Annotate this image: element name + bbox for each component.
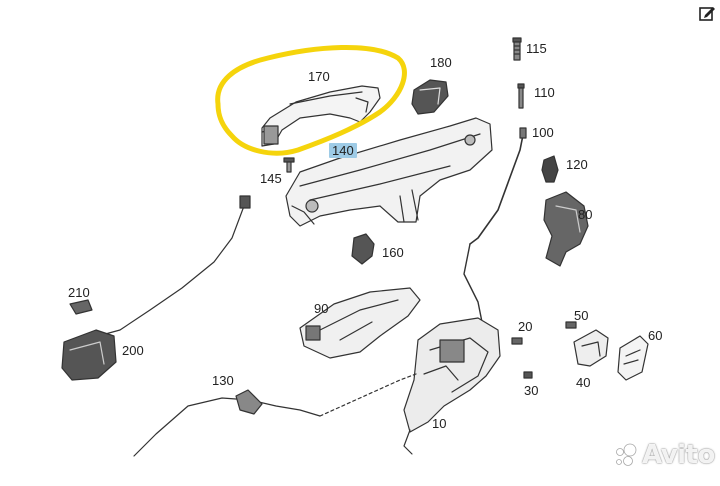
callout-210: 210 bbox=[68, 285, 90, 300]
part-210-grommet bbox=[69, 299, 93, 315]
part-200-actuator bbox=[61, 329, 117, 381]
part-160-clip bbox=[351, 233, 375, 265]
part-40-striker bbox=[573, 329, 609, 367]
part-30-screw bbox=[523, 371, 533, 379]
callout-50: 50 bbox=[574, 308, 589, 323]
watermark-text: Avito bbox=[642, 440, 715, 470]
callout-80: 80 bbox=[578, 207, 593, 222]
callout-120: 120 bbox=[566, 157, 588, 172]
avito-logo-icon bbox=[616, 443, 637, 466]
part-10-lock bbox=[403, 317, 501, 455]
avito-watermark: Avito bbox=[612, 440, 715, 470]
part-110-screw bbox=[517, 83, 525, 109]
callout-10: 10 bbox=[432, 416, 447, 431]
highlight-outline bbox=[215, 45, 407, 156]
linkage-rod bbox=[463, 243, 483, 323]
callout-60: 60 bbox=[648, 328, 663, 343]
callout-140: 140 bbox=[329, 143, 357, 158]
callout-130: 130 bbox=[212, 373, 234, 388]
part-100-rod bbox=[469, 129, 525, 245]
callout-200: 200 bbox=[122, 343, 144, 358]
release-cable bbox=[97, 205, 245, 337]
part-170-door-handle bbox=[261, 85, 381, 147]
part-20-screw bbox=[511, 337, 523, 345]
edit-button[interactable] bbox=[698, 4, 716, 22]
callout-115: 115 bbox=[526, 41, 547, 56]
callout-160: 160 bbox=[382, 245, 404, 260]
part-80-bracket bbox=[543, 191, 589, 267]
part-60-shim bbox=[617, 335, 649, 381]
part-180-handle-cap bbox=[411, 79, 449, 115]
callout-90: 90 bbox=[314, 301, 329, 316]
part-50-bolt bbox=[565, 321, 577, 329]
edit-icon bbox=[699, 7, 715, 21]
part-115-screw bbox=[512, 37, 522, 61]
callout-30: 30 bbox=[524, 383, 539, 398]
callout-180: 180 bbox=[430, 55, 452, 70]
part-90-cover bbox=[299, 287, 421, 359]
callout-145: 145 bbox=[260, 171, 282, 186]
part-130-cable bbox=[133, 397, 321, 457]
part-145-screw bbox=[283, 157, 295, 173]
part-140-carrier bbox=[285, 117, 493, 227]
callout-40: 40 bbox=[576, 375, 591, 390]
callout-110: 110 bbox=[534, 85, 555, 100]
callout-100: 100 bbox=[532, 125, 554, 140]
callout-170: 170 bbox=[308, 69, 330, 84]
callout-20: 20 bbox=[518, 319, 533, 334]
part-120-plug bbox=[541, 155, 559, 183]
